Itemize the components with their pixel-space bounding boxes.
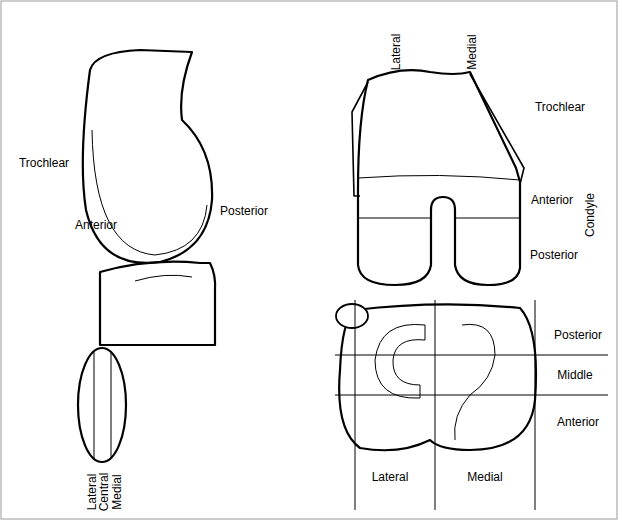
region-label: Anterior	[557, 415, 599, 429]
region-label: Central	[97, 473, 111, 512]
fibula-head	[336, 304, 368, 328]
patella-division	[111, 352, 112, 458]
patella	[78, 348, 126, 462]
trochlear-flange	[352, 82, 368, 196]
region-label: Condyle	[583, 193, 597, 237]
region-label: Medial	[465, 34, 479, 69]
medial-meniscus	[455, 324, 495, 440]
zone-line	[358, 218, 520, 219]
grid-line	[335, 355, 608, 395]
region-label: Medial	[110, 474, 124, 509]
zone-line	[358, 175, 520, 180]
femur-frontal	[358, 70, 520, 285]
patella-division	[94, 351, 95, 459]
region-label: Middle	[557, 368, 592, 382]
trochlear-flange	[470, 74, 524, 184]
tibia-sagittal	[100, 262, 215, 345]
tibial-plateau	[339, 304, 536, 450]
region-label: Anterior	[531, 193, 573, 207]
region-label: Posterior	[530, 248, 578, 262]
region-label: Posterior	[220, 204, 268, 218]
grid-line	[355, 300, 535, 510]
lateral-meniscus	[375, 324, 425, 398]
region-label: Lateral	[85, 474, 99, 511]
cartilage-line	[92, 130, 207, 255]
region-label: Trochlear	[19, 156, 69, 170]
region-label: Medial	[467, 470, 502, 484]
region-label: Lateral	[372, 470, 409, 484]
region-label: Anterior	[75, 218, 117, 232]
tibia-line	[135, 275, 192, 281]
region-label: Trochlear	[535, 100, 585, 114]
region-label: Posterior	[554, 328, 602, 342]
region-label: Lateral	[389, 34, 403, 71]
